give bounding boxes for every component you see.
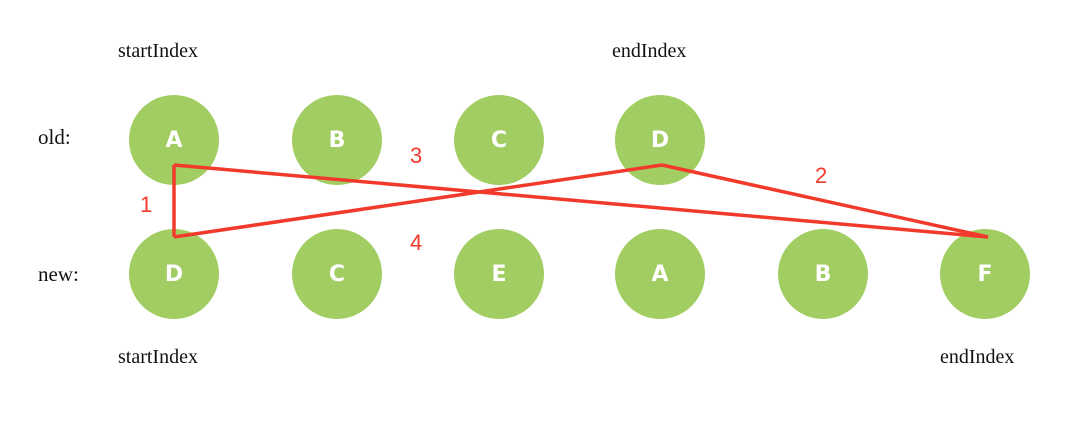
old-row-label: old:: [38, 125, 71, 149]
connector-old-start-to-new-end: [173, 163, 989, 239]
new-node-e-label: E: [491, 261, 507, 287]
new-node-d: D: [129, 229, 219, 319]
step-label-1: 1: [140, 192, 153, 217]
old-end-index-label: endIndex: [612, 40, 687, 62]
new-node-b: B: [778, 229, 868, 319]
old-start-index-label: startIndex: [118, 40, 198, 62]
new-row-label: new:: [38, 262, 79, 286]
connector-old-end-to-new-start: [173, 163, 663, 239]
old-node-b-label: B: [328, 127, 346, 153]
new-node-e: E: [454, 229, 544, 319]
new-node-c-label: C: [328, 261, 346, 287]
new-start-index-label: startIndex: [118, 346, 198, 368]
old-node-a-label: A: [165, 127, 183, 153]
new-end-index-label: endIndex: [940, 346, 1015, 368]
old-node-c-label: C: [490, 127, 508, 153]
new-node-f-label: F: [977, 261, 993, 287]
new-node-a-label: A: [651, 261, 669, 287]
old-node-d-label: D: [650, 127, 670, 153]
new-node-f: F: [940, 229, 1030, 319]
old-node-c: C: [454, 95, 544, 185]
old-node-b: B: [292, 95, 382, 185]
connector-old-end-to-new-end: [661, 163, 989, 239]
step-label-2: 2: [815, 163, 828, 188]
new-node-b-label: B: [814, 261, 832, 287]
step-label-3: 3: [410, 143, 423, 168]
new-node-d-label: D: [164, 261, 184, 287]
new-node-a: A: [615, 229, 705, 319]
step-label-4: 4: [410, 230, 423, 255]
new-node-c: C: [292, 229, 382, 319]
